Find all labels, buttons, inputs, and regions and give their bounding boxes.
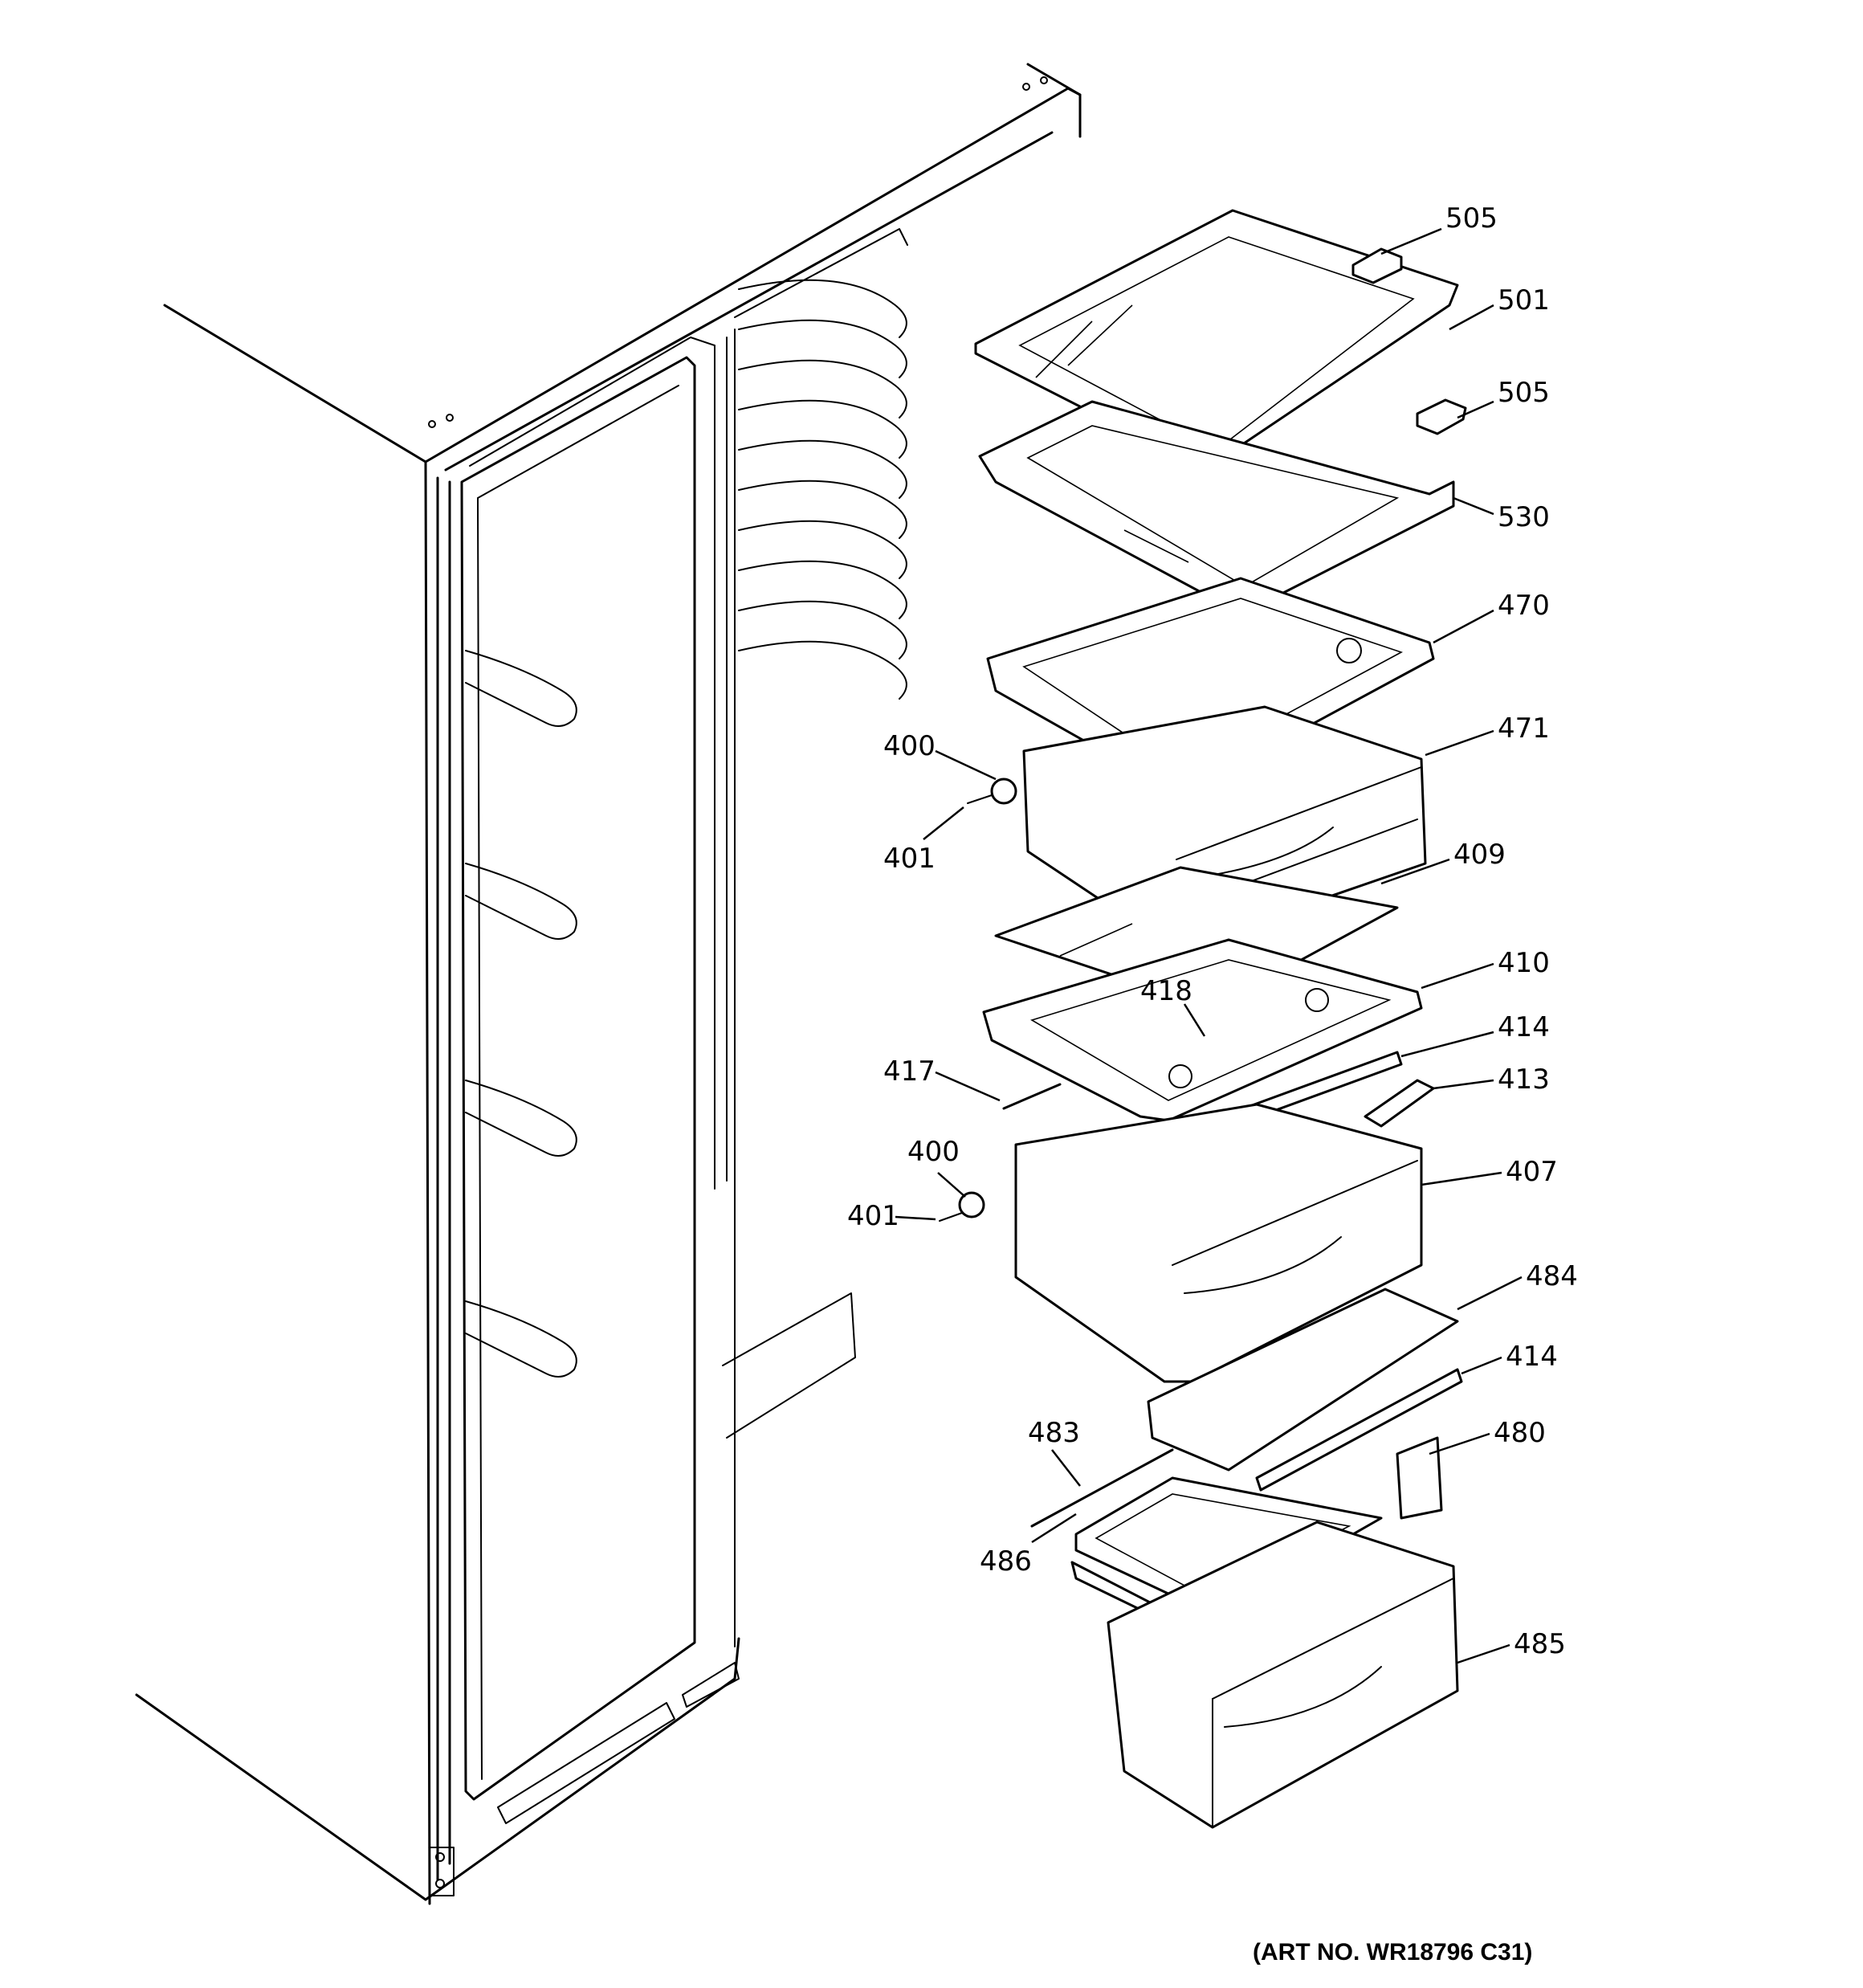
part-505-clip-upper [1351,247,1403,284]
callout-414-upper: 414 [1400,1011,1550,1058]
svg-text:530: 530 [1498,501,1550,533]
svg-text:410: 410 [1498,947,1550,979]
svg-text:480: 480 [1494,1417,1546,1449]
svg-text:413: 413 [1498,1063,1550,1096]
svg-text:471: 471 [1498,712,1550,745]
part-483-rod [1030,1448,1174,1528]
svg-text:505: 505 [1445,202,1498,235]
svg-text:483: 483 [1028,1417,1080,1449]
part-410-crisper-frame [982,938,1423,1122]
callout-414-lower: 414 [1461,1341,1558,1375]
callout-417: 417 [883,1055,1001,1102]
callout-471: 471 [1425,712,1550,757]
svg-text:418: 418 [1140,975,1192,1007]
part-400-roller-lower [958,1191,985,1219]
svg-text:485: 485 [1514,1628,1566,1660]
callout-413: 413 [1433,1063,1550,1096]
callout-501: 501 [1449,284,1550,331]
callout-486: 486 [980,1512,1077,1578]
callout-505-lower: 505 [1457,377,1550,419]
part-530-slide-out-shelf [978,400,1455,612]
callout-530: 530 [1453,496,1550,533]
svg-text:414: 414 [1498,1011,1550,1043]
svg-text:484: 484 [1526,1260,1578,1292]
part-401-screw-upper [967,794,993,804]
callout-410: 410 [1421,947,1550,990]
part-407-crisper-pan [1014,1103,1423,1383]
callout-505-upper: 505 [1380,202,1498,255]
callout-483: 483 [1028,1417,1081,1487]
callout-401-lower: 401 [847,1200,936,1232]
part-414-rail-lower [1255,1368,1463,1492]
svg-text:401: 401 [883,843,936,875]
right-liner-ribs [738,279,907,700]
svg-text:505: 505 [1498,377,1550,409]
callout-409: 409 [1380,839,1506,885]
part-480-slide [1396,1436,1443,1520]
part-484-cover [1147,1288,1459,1472]
svg-text:407: 407 [1506,1156,1558,1188]
callout-480: 480 [1429,1417,1546,1455]
left-liner-supports [465,650,577,1378]
part-417-rod [1002,1083,1062,1110]
callout-400-upper: 400 [883,730,997,781]
part-485-bottom-pan [1107,1521,1459,1829]
svg-text:417: 417 [883,1055,936,1088]
part-413-handle [1364,1079,1435,1128]
callout-418: 418 [1140,975,1206,1037]
refrigerator-cabinet [135,63,1082,1905]
callout-401-upper: 401 [883,806,964,875]
svg-text:400: 400 [907,1136,960,1168]
svg-text:470: 470 [1498,590,1550,622]
callout-485: 485 [1457,1628,1566,1664]
svg-text:409: 409 [1453,839,1506,871]
svg-text:414: 414 [1506,1341,1558,1373]
part-401-screw-lower [939,1212,963,1222]
art-number-caption: (ART NO. WR18796 C31) [1253,1939,1532,1966]
callout-484: 484 [1457,1260,1578,1311]
callout-400-lower: 400 [907,1136,966,1198]
svg-text:501: 501 [1498,284,1550,316]
callout-407: 407 [1421,1156,1558,1188]
callout-470: 470 [1433,590,1550,644]
svg-text:401: 401 [847,1200,899,1232]
part-400-roller-upper [990,778,1017,805]
svg-text:400: 400 [883,730,936,762]
svg-text:486: 486 [980,1545,1032,1578]
part-505-clip-lower [1416,398,1467,435]
